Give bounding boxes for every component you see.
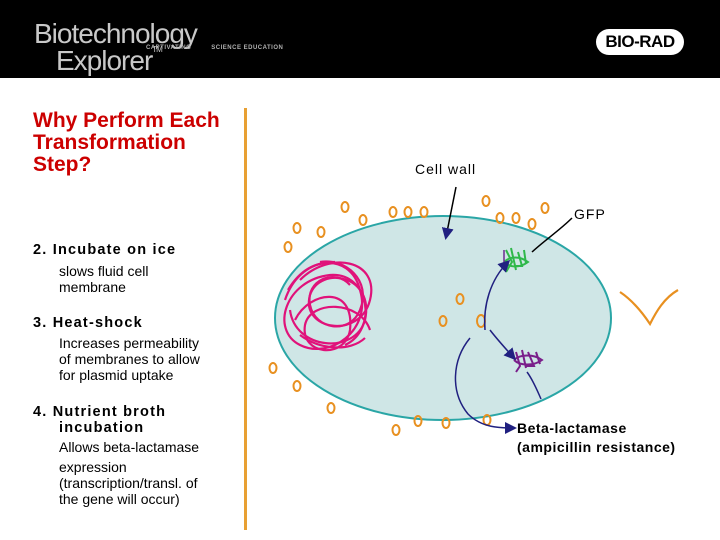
gfp-label: GFP [574, 206, 606, 222]
bacterial-cell [274, 215, 612, 421]
step-4-heading-line1: 4. Nutrient broth [33, 404, 167, 420]
logo-biotechnology: Biotechnology [34, 18, 198, 49]
beta-lactamase-label: Beta-lactamase [517, 420, 627, 436]
plasmid-ring [527, 218, 537, 230]
step-2-heading: 2. Incubate on ice [33, 242, 177, 258]
extracellular-plasmid-strand [619, 289, 679, 327]
step-2-desc-line1: slows fluid cell [59, 263, 149, 279]
step-4-desc-line4: the gene will occur) [59, 491, 180, 507]
step-3-desc-line3: for plasmid uptake [59, 367, 174, 383]
plasmid-ring [391, 424, 401, 436]
slide-title: Why Perform Each Transformation Step? [33, 109, 220, 176]
plasmid-ring [495, 212, 505, 224]
step-4-desc-line2: expression [59, 459, 127, 475]
bla-expression-arrow [489, 329, 517, 361]
plasmid-ring [455, 293, 465, 305]
plasmid-ring [388, 206, 398, 218]
beta-lactamase-protein [513, 349, 544, 373]
plasmid-ring [283, 241, 293, 253]
cell-wall-label: Cell wall [415, 161, 476, 177]
step-4-desc-line1: Allows beta-lactamase [59, 439, 200, 455]
plasmid-ring [419, 206, 429, 218]
plasmid-ring [441, 417, 451, 429]
plasmid-ring [403, 206, 413, 218]
logo-explorer-text: Explorer [56, 45, 153, 76]
plasmid-ring [268, 362, 278, 374]
bla-label-line [526, 371, 542, 400]
header-bar: Biotechnology ExplorerTM CAPTIVATING SCIE… [0, 0, 720, 78]
tagline-right: SCIENCE EDUCATION [211, 45, 284, 51]
step-2-desc-line2: membrane [59, 279, 126, 295]
gfp-label-line [531, 217, 573, 253]
gfp-protein [503, 247, 530, 273]
bio-rad-text: BIO-RAD [605, 32, 675, 51]
plasmid-ring [511, 212, 521, 224]
plasmid-ring [292, 222, 302, 234]
plasmid-ring [316, 226, 326, 238]
step-3-desc-line2: of membranes to allow [59, 351, 200, 367]
plasmid-ring [413, 415, 423, 427]
step-4-desc-line3: (transcription/transl. of [59, 475, 198, 491]
logo-explorer: ExplorerTM [56, 45, 163, 77]
divider-line [244, 108, 247, 530]
plasmid-ring [358, 214, 368, 226]
bio-rad-logo: BIO-RAD [596, 29, 684, 55]
bla-label-arrow [454, 337, 517, 434]
tagline-left: CAPTIVATING [146, 45, 192, 51]
bacterial-chromosome [283, 260, 373, 352]
plasmid-ring [481, 195, 491, 207]
plasmid-ring [292, 380, 302, 392]
tagline: CAPTIVATING SCIENCE EDUCATION [146, 45, 283, 51]
ampicillin-resistance-label: (ampicillin resistance) [517, 439, 676, 455]
plasmid-ring [326, 402, 336, 414]
step-3-heading: 3. Heat-shock [33, 315, 143, 331]
gfp-expression-arrow [483, 259, 511, 331]
step-3-desc-line1: Increases permeability [59, 335, 200, 351]
plasmid-ring [438, 315, 448, 327]
cell-wall-arrow [441, 186, 457, 240]
logo-trademark: TM [152, 45, 163, 54]
plasmid-ring [340, 201, 350, 213]
step-4-heading-line2: incubation [59, 420, 145, 436]
plasmid-ring [540, 202, 550, 214]
